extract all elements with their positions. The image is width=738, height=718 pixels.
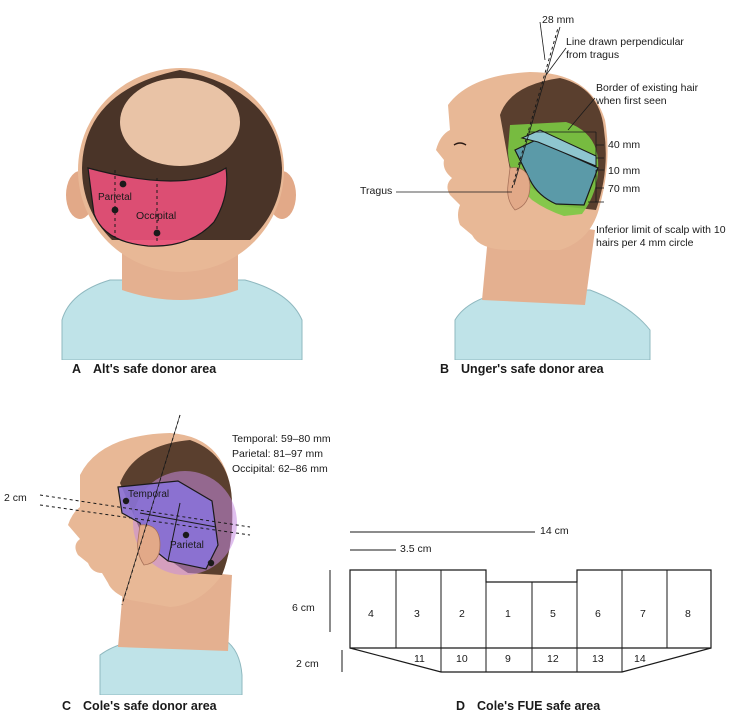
caption-text: Cole's safe donor area <box>83 699 217 713</box>
grid-cell-label: 10 <box>456 653 468 665</box>
ear <box>507 167 531 211</box>
panel-a: Parietal Occipital A Alt's safe donor are… <box>0 0 360 390</box>
grid-cell-label: 13 <box>592 653 604 665</box>
caption-text: Alt's safe donor area <box>93 362 217 376</box>
label-6cm: 6 cm <box>292 602 315 614</box>
label-2cm: 2 cm <box>4 492 27 504</box>
label-40mm: 40 mm <box>608 139 641 151</box>
label-28mm: 28 mm <box>542 14 575 26</box>
panel-c: Temporal: 59–80 mm Parietal: 81–97 mm Oc… <box>0 395 360 718</box>
panel-b: 28 mm Line drawn perpendicular from trag… <box>360 0 738 390</box>
caption-d: D Cole's FUE safe area <box>456 699 600 713</box>
shirt <box>61 279 303 360</box>
grid-cell-label: 12 <box>547 653 559 665</box>
label-3-5cm: 3.5 cm <box>400 543 432 555</box>
label-parietal-range: Parietal: 81–97 mm <box>232 448 324 460</box>
label-temporal: Temporal <box>128 489 170 500</box>
panel-d: 14 cm 3.5 cm 6 cm 2 cm 4 3 2 1 5 6 7 8 1… <box>290 520 738 718</box>
grid-cell-label: 5 <box>550 608 556 620</box>
caption-letter: D <box>456 699 466 713</box>
caption-b: B Unger's safe donor area <box>440 362 604 376</box>
grid-cell-label: 2 <box>459 608 465 620</box>
grid-cell-label: 11 <box>414 653 425 665</box>
caption-letter: B <box>440 362 450 376</box>
shirt <box>454 289 651 360</box>
label-parietal: Parietal <box>170 540 204 551</box>
occipital-label: Occipital <box>136 210 177 222</box>
cole-head-illustration <box>39 414 251 695</box>
caption-letter: C <box>62 699 72 713</box>
label-perpendicular: Line drawn perpendicular from tragus <box>566 36 684 61</box>
grid-cell-label: 4 <box>368 608 374 620</box>
label-tragus: Tragus <box>360 185 393 197</box>
alt-donor-area <box>87 167 228 247</box>
caption-a: A Alt's safe donor area <box>72 362 216 376</box>
grid-cell-label: 7 <box>640 608 646 620</box>
label-inferior-limit: Inferior limit of scalp with 10 hairs pe… <box>596 224 726 249</box>
grid-cell-label: 9 <box>505 653 511 665</box>
label-occipital-range: Occipital: 62–86 mm <box>232 463 328 475</box>
label-70mm: 70 mm <box>608 183 641 195</box>
grid-cell-label: 6 <box>595 608 601 620</box>
unger-donor-blue <box>514 139 599 206</box>
label-10mm: 10 mm <box>608 165 641 177</box>
grid-cell-label: 8 <box>685 608 691 620</box>
caption-text: Cole's FUE safe area <box>477 699 601 713</box>
alt-head-illustration <box>61 68 303 360</box>
label-14cm: 14 cm <box>540 525 569 537</box>
caption-text: Unger's safe donor area <box>461 362 604 376</box>
label-temporal-range: Temporal: 59–80 mm <box>232 433 331 445</box>
grid-cell-label: 14 <box>634 653 646 665</box>
caption-c: C Cole's safe donor area <box>62 699 217 713</box>
unger-head-illustration <box>396 21 651 360</box>
bald-crown <box>120 78 240 166</box>
fue-grid-diagram <box>329 531 712 673</box>
grid-cell-label: 1 <box>505 608 511 620</box>
label-border-hair: Border of existing hair when first seen <box>596 82 699 107</box>
grid-cell-label: 3 <box>414 608 420 620</box>
caption-letter: A <box>72 362 82 376</box>
label-2cm-lower: 2 cm <box>296 658 319 670</box>
parietal-label: Parietal <box>98 192 132 203</box>
